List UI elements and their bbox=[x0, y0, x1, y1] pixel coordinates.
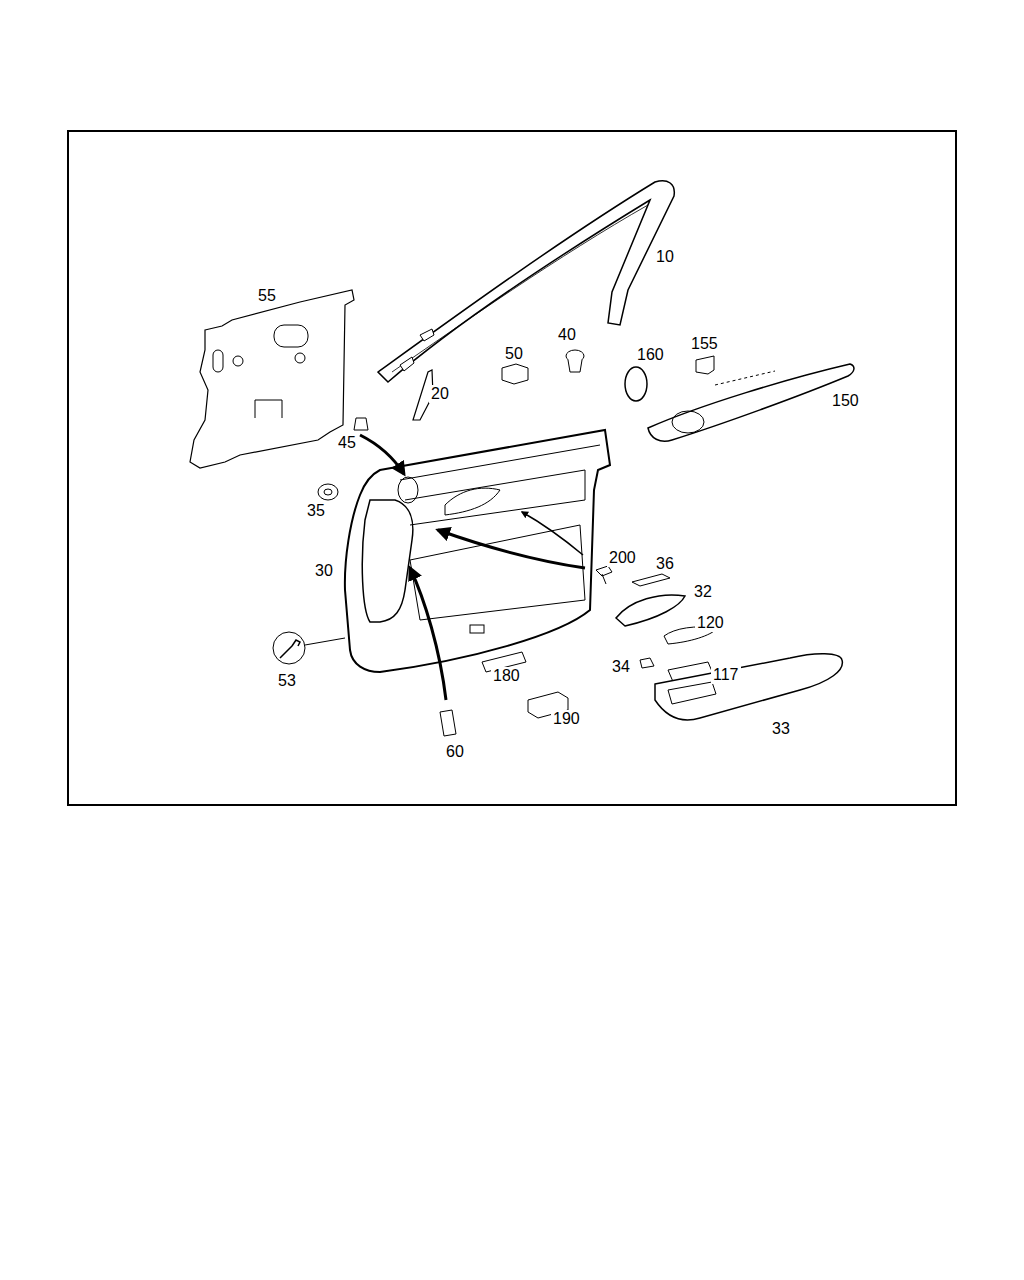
plug bbox=[640, 658, 654, 668]
door-handle bbox=[445, 488, 500, 515]
callout-number: 50 bbox=[503, 345, 525, 363]
callout-number: 30 bbox=[313, 562, 335, 580]
handle-bezel bbox=[616, 595, 685, 626]
callout-number: 53 bbox=[276, 672, 298, 690]
frame bbox=[68, 131, 956, 805]
trim-edge bbox=[392, 205, 648, 372]
callout-number: 34 bbox=[610, 658, 632, 676]
callout-number: 150 bbox=[830, 392, 861, 410]
assembly-arrow bbox=[438, 530, 585, 568]
button-stem bbox=[568, 360, 582, 372]
callout-number: 35 bbox=[305, 502, 327, 520]
panel-insert bbox=[410, 525, 585, 620]
callout-number: 160 bbox=[635, 346, 666, 364]
panel-edge bbox=[400, 445, 600, 480]
grommet bbox=[318, 484, 338, 500]
trim-clips bbox=[715, 371, 775, 385]
fastener bbox=[354, 418, 368, 430]
screw bbox=[596, 566, 612, 584]
sheet-hole bbox=[233, 356, 243, 366]
wrench-icon bbox=[273, 632, 305, 664]
clip bbox=[696, 356, 714, 374]
callout-number: 180 bbox=[491, 667, 522, 685]
door-pocket bbox=[362, 500, 413, 622]
leader-line bbox=[305, 638, 345, 645]
switch bbox=[440, 710, 456, 736]
door-panel bbox=[345, 430, 610, 672]
callout-number: 200 bbox=[607, 549, 638, 567]
callout-number: 117 bbox=[711, 666, 741, 684]
callout-number: 20 bbox=[429, 385, 451, 403]
callout-number: 32 bbox=[692, 583, 714, 601]
vapor-barrier bbox=[190, 290, 354, 468]
tweeter bbox=[398, 477, 418, 503]
cover bbox=[632, 574, 670, 586]
assembly-arrow bbox=[522, 512, 583, 555]
callout-number: 10 bbox=[654, 248, 676, 266]
callout-number: 36 bbox=[654, 555, 676, 573]
upper-trim bbox=[648, 364, 854, 441]
callout-number: 155 bbox=[689, 335, 720, 353]
callout-number: 120 bbox=[695, 614, 726, 632]
callout-number: 190 bbox=[551, 710, 582, 728]
speaker-grille bbox=[625, 367, 647, 401]
sheet-cutout bbox=[255, 400, 282, 418]
clip bbox=[502, 364, 528, 384]
callout-number: 33 bbox=[770, 720, 792, 738]
panel-edge bbox=[405, 470, 585, 525]
trim-opening bbox=[672, 411, 704, 433]
callout-number: 55 bbox=[256, 287, 278, 305]
grommet-hole bbox=[324, 489, 332, 495]
assembly-arrow bbox=[410, 568, 446, 700]
window-trim bbox=[378, 181, 674, 382]
callout-number: 60 bbox=[444, 743, 466, 761]
trim-clip bbox=[400, 329, 434, 371]
assembly-arrow bbox=[360, 435, 404, 474]
sheet-hole bbox=[295, 353, 305, 363]
callout-number: 45 bbox=[336, 434, 358, 452]
wrench-symbol bbox=[280, 640, 300, 658]
clip bbox=[470, 625, 484, 633]
callout-number: 40 bbox=[556, 326, 578, 344]
sheet-hole bbox=[274, 325, 308, 347]
armrest bbox=[655, 654, 842, 720]
switch-opening bbox=[668, 682, 716, 704]
sheet-hole bbox=[213, 350, 223, 372]
